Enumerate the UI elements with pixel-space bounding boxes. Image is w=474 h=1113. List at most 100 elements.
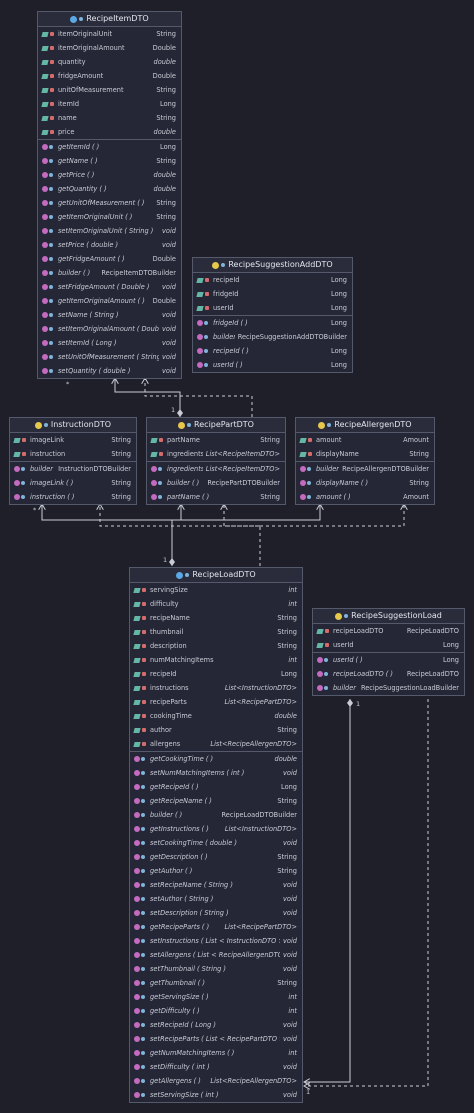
method-row[interactable]: getAllergens( )List<RecipeAllergenDTO> (130, 1074, 302, 1088)
method-row[interactable]: getRecipeId( )Long (130, 780, 302, 794)
method-row[interactable]: builder( )RecipeAllergenDTOBuilder (296, 462, 434, 476)
method-row[interactable]: getRecipeParts( )List<RecipePartDTO> (130, 920, 302, 934)
method-row[interactable]: getAuthor( )String (130, 864, 302, 878)
method-row[interactable]: setRecipeParts( List < RecipePartDTO > )… (130, 1032, 302, 1046)
method-row[interactable]: getUnitOfMeasurement( )String (38, 196, 181, 210)
method-row[interactable]: getInstructions( )List<InstructionDTO> (130, 822, 302, 836)
method-row[interactable]: partName( )String (147, 490, 285, 504)
method-row[interactable]: setInstructions( List < InstructionDTO >… (130, 934, 302, 948)
method-row[interactable]: fridgeId( )Long (193, 316, 352, 330)
method-row[interactable]: builder( )InstructionDTOBuilder (10, 462, 136, 476)
method-row[interactable]: imageLink( )String (10, 476, 136, 490)
method-row[interactable]: setThumbnail( String )void (130, 962, 302, 976)
method-icon (300, 494, 306, 500)
method-row[interactable]: setItemOriginalUnit( String )void (38, 224, 181, 238)
method-row[interactable]: setServingSize( int )void (130, 1088, 302, 1102)
method-row[interactable]: getItemOriginalUnit( )String (38, 210, 181, 224)
method-row[interactable]: setAuthor( String )void (130, 892, 302, 906)
method-row[interactable]: setName( String )void (38, 308, 181, 322)
method-row[interactable]: getPrice( )double (38, 168, 181, 182)
method-row[interactable]: getName( )String (38, 154, 181, 168)
method-row[interactable]: userId( )Long (193, 358, 352, 372)
method-row[interactable]: getDifficulty( )int (130, 1004, 302, 1018)
method-row[interactable]: setDifficulty( int )void (130, 1060, 302, 1074)
method-row[interactable]: getNumMatchingItems( )int (130, 1046, 302, 1060)
method-row[interactable]: setUnitOfMeasurement( String )void (38, 350, 181, 364)
method-row[interactable]: getServingSize( )int (130, 990, 302, 1004)
method-row[interactable]: getRecipeName( )String (130, 794, 302, 808)
method-row[interactable]: builder( )RecipeSuggestionLoadBuilder (313, 681, 464, 695)
method-row[interactable]: getCookingTime( )double (130, 752, 302, 766)
method-row[interactable]: getQuantity( )double (38, 182, 181, 196)
method-row[interactable]: amount( )Amount (296, 490, 434, 504)
method-row[interactable]: recipeLoadDTO( )RecipeLoadDTO (313, 667, 464, 681)
method-row[interactable]: builder( )RecipePartDTOBuilder (147, 476, 285, 490)
method-row[interactable]: setItemOriginalAmount( Double )void (38, 322, 181, 336)
method-row[interactable]: getItemId( )Long (38, 140, 181, 154)
method-row[interactable]: getThumbnail( )String (130, 976, 302, 990)
method-row[interactable]: builder( )RecipeItemDTOBuilder (38, 266, 181, 280)
method-row[interactable]: getFridgeAmount( )Double (38, 252, 181, 266)
method-row[interactable]: setRecipeName( String )void (130, 878, 302, 892)
method-icons (151, 466, 167, 472)
method-row[interactable]: setPrice( double )void (38, 238, 181, 252)
method-row[interactable]: getItemOriginalAmount( )Double (38, 294, 181, 308)
method-row[interactable]: setDescription( String )void (130, 906, 302, 920)
method-row[interactable]: recipeId( )Long (193, 344, 352, 358)
method-row[interactable]: instruction( )String (10, 490, 136, 504)
method-row[interactable]: setAllergens( List < RecipeAllergenDTO >… (130, 948, 302, 962)
method-icons (42, 312, 58, 318)
private-lock-icon (142, 658, 146, 662)
method-row[interactable]: userId( )Long (313, 653, 464, 667)
method-row[interactable]: setFridgeAmount( Double )void (38, 280, 181, 294)
method-row[interactable]: setItemId( Long )void (38, 336, 181, 350)
method-row[interactable]: setCookingTime( double )void (130, 836, 302, 850)
method-row[interactable]: builder( )RecipeSuggestionAddDTOBuilder (193, 330, 352, 344)
method-row[interactable]: setRecipeId( Long )void (130, 1018, 302, 1032)
method-row[interactable]: getDescription( )String (130, 850, 302, 864)
method-row[interactable]: setNumMatchingItems( int )void (130, 766, 302, 780)
method-row[interactable]: setQuantity( double )void (38, 364, 181, 378)
method-row[interactable]: builder( )RecipeLoadDTOBuilder (130, 808, 302, 822)
method-row[interactable]: ingredients( )List<RecipeItemDTO> (147, 462, 285, 476)
method-row[interactable]: displayName( )String (296, 476, 434, 490)
